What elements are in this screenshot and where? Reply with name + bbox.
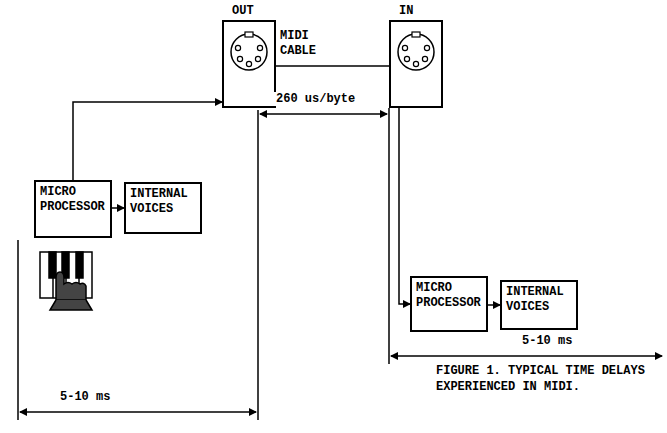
connector [399,108,410,304]
process-box: MICRO PROCESSOR [410,276,488,332]
midi-port: IN [389,20,443,108]
port-label: IN [399,4,413,18]
cable-label: MIDI CABLE [280,29,330,60]
delay-label: 5-10 ms [58,390,112,404]
connector [73,102,222,180]
figure-caption: FIGURE 1. TYPICAL TIME DELAYS EXPERIENCE… [436,364,662,395]
process-box: INTERNAL VOICES [124,182,202,234]
process-box: INTERNAL VOICES [500,280,578,330]
box-label: MICRO PROCESSOR [36,182,110,218]
box-label: MICRO PROCESSOR [412,278,486,314]
connector [488,304,500,306]
din-socket [391,22,441,106]
box-label: INTERNAL VOICES [126,184,200,220]
process-box: MICRO PROCESSOR [34,180,112,238]
connector [112,207,124,209]
port-label: OUT [232,4,254,18]
rate-label: 260 us/byte [274,92,357,106]
dimension-lines [18,108,662,420]
din-socket [224,22,274,106]
box-label: INTERNAL VOICES [502,282,576,318]
connector [276,65,389,67]
midi-port: OUT [222,20,276,108]
keyboard-hand [40,252,92,310]
delay-label: 5-10 ms [520,334,574,348]
